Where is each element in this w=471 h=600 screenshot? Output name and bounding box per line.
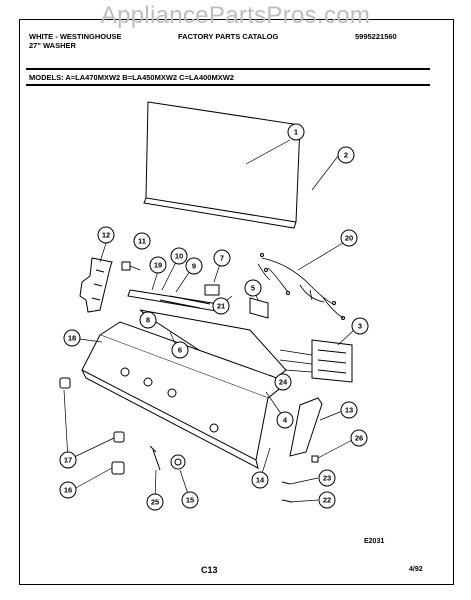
callout-label-1: 1 — [294, 128, 298, 137]
callout-label-13: 13 — [345, 406, 353, 415]
callout-21 — [212, 297, 230, 315]
callout-label-2: 2 — [344, 151, 348, 160]
callout-label-26: 26 — [355, 434, 363, 443]
callout-23 — [318, 469, 336, 487]
callout-19 — [149, 256, 167, 274]
callout-26 — [350, 429, 368, 447]
timer-motor — [249, 297, 269, 319]
callout-label-14: 14 — [256, 476, 265, 485]
callout-2 — [337, 146, 355, 164]
connector-part — [121, 261, 131, 271]
callout-label-17: 17 — [64, 456, 72, 465]
callout-label-18: 18 — [68, 334, 76, 343]
right-end-cap — [289, 397, 323, 457]
callout-label-8: 8 — [146, 316, 150, 325]
callout-8 — [139, 311, 157, 329]
callout-11 — [133, 232, 151, 250]
brand-line-1: WHITE - WESTINGHOUSE — [29, 32, 122, 41]
brand-line-2: 27" WASHER — [29, 41, 76, 50]
header-rule-bottom — [26, 84, 430, 86]
knob-left-mid — [113, 431, 125, 443]
wire-harness — [257, 257, 344, 319]
revision-date: 4/92 — [409, 566, 423, 573]
callout-5 — [244, 279, 262, 297]
callout-label-20: 20 — [345, 234, 353, 243]
callout-label-10: 10 — [175, 252, 183, 261]
callout-20 — [340, 229, 358, 247]
callout-label-11: 11 — [138, 237, 146, 246]
catalog-part-number: 5995221560 — [355, 32, 397, 41]
callout-label-4: 4 — [283, 416, 288, 425]
callout-label-3: 3 — [358, 322, 362, 331]
header-rule-top — [26, 68, 430, 70]
callout-12 — [97, 226, 115, 244]
top-panel — [145, 101, 301, 223]
control-knob — [170, 454, 186, 470]
callout-label-23: 23 — [323, 474, 331, 483]
callout-label-22: 22 — [323, 496, 331, 505]
callout-label-6: 6 — [178, 346, 182, 355]
callout-17 — [59, 451, 77, 469]
callout-7 — [213, 249, 231, 267]
catalog-title: FACTORY PARTS CATALOG — [178, 32, 279, 41]
callout-label-9: 9 — [192, 262, 196, 271]
knob-left-upper — [59, 377, 71, 389]
screw — [149, 445, 161, 471]
callout-15 — [181, 491, 199, 509]
callout-label-24: 24 — [279, 378, 288, 387]
callout-10 — [170, 247, 188, 265]
selector-switch — [204, 284, 220, 296]
callout-label-15: 15 — [186, 496, 194, 505]
callout-6 — [171, 341, 189, 359]
clip-part — [311, 455, 319, 463]
callout-label-12: 12 — [102, 231, 110, 240]
control-rail — [127, 289, 226, 313]
watermark: AppliancePartsPros.com — [100, 2, 371, 29]
callout-label-21: 21 — [217, 302, 225, 311]
callout-13 — [340, 401, 358, 419]
page-frame — [19, 19, 454, 585]
callout-1 — [287, 123, 305, 141]
callout-25 — [146, 493, 164, 511]
callout-label-5: 5 — [251, 284, 255, 293]
callout-24 — [274, 373, 292, 391]
callout-18 — [63, 329, 81, 347]
callout-label-16: 16 — [64, 486, 72, 495]
callout-22 — [318, 491, 336, 509]
callout-label-19: 19 — [154, 261, 162, 270]
callout-14 — [251, 471, 269, 489]
callout-label-25: 25 — [151, 498, 159, 507]
callout-label-7: 7 — [220, 254, 224, 263]
page-code: C13 — [201, 565, 218, 575]
drawing-code: E2031 — [364, 538, 385, 545]
knob-left-lower — [111, 461, 125, 475]
callout-3 — [351, 317, 369, 335]
models-line: MODELS: A=LA470MXW2 B=LA450MXW2 C=LA400M… — [29, 73, 234, 82]
callout-4 — [276, 411, 294, 429]
callout-16 — [59, 481, 77, 499]
callout-9 — [185, 257, 203, 275]
